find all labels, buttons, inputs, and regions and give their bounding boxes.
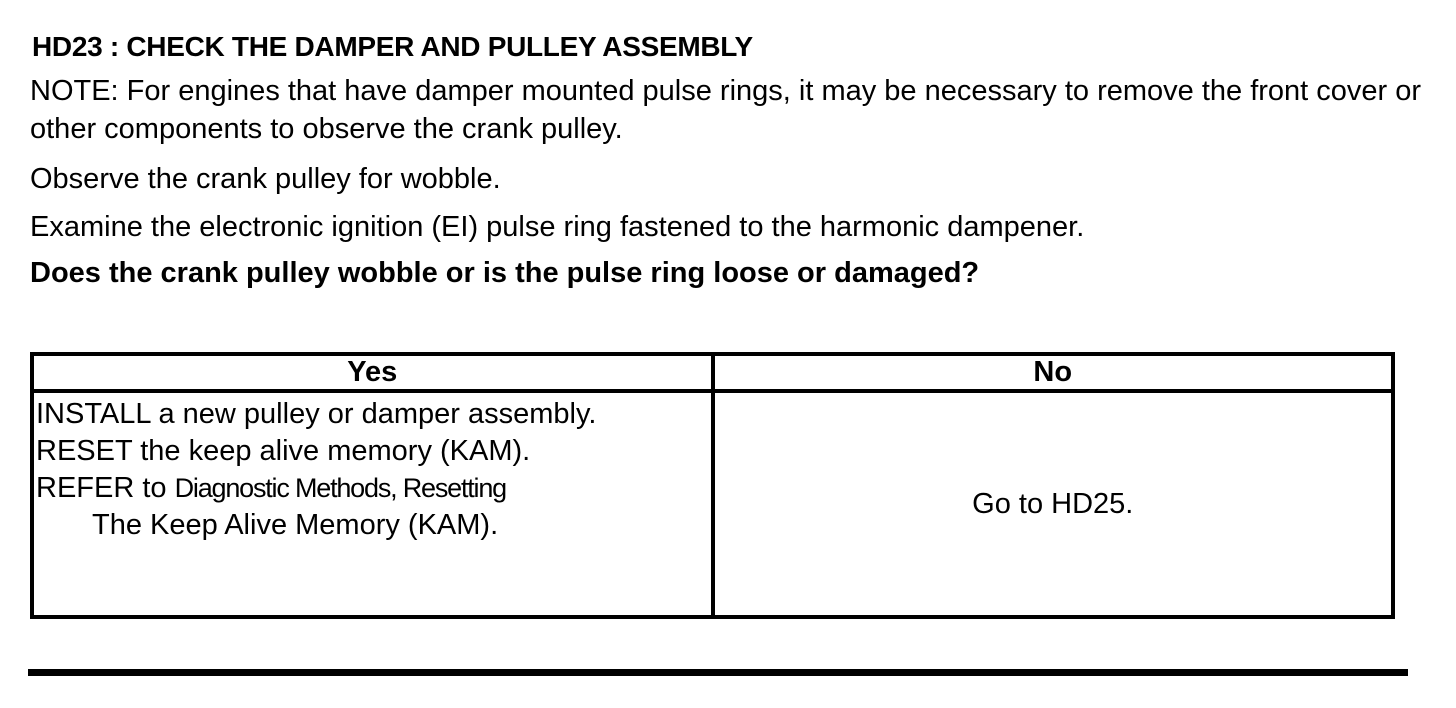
no-column-header: No	[710, 352, 1395, 393]
note-paragraph: NOTE: For engines that have damper mount…	[30, 75, 1422, 145]
no-action-goto-text: Go to HD25.	[972, 487, 1134, 520]
document-page: HD23 : CHECK THE DAMPER AND PULLEY ASSEM…	[28, 31, 1422, 676]
bottom-divider-rule	[28, 669, 1408, 676]
yes-action-line-reset: RESET the keep alive memory (KAM).	[36, 435, 531, 467]
refer-reference-title: Diagnostic Methods, Resetting	[174, 473, 508, 503]
no-action-cell: Go to HD25.	[710, 389, 1395, 619]
yes-action-cell: INSTALL a new pulley or damper assembly.…	[30, 389, 715, 619]
page-title: HD23 : CHECK THE DAMPER AND PULLEY ASSEM…	[32, 31, 753, 62]
refer-reference-title-continued: The Keep Alive Memory (KAM).	[92, 509, 499, 541]
yes-action-line-refer: REFER to Diagnostic Methods, Resetting	[36, 470, 711, 507]
diagnostic-question: Does the crank pulley wobble or is the p…	[30, 257, 980, 289]
decision-table: Yes No INSTALL a new pulley or damper as…	[30, 352, 1395, 619]
examine-instruction: Examine the electronic ignition (EI) pul…	[30, 211, 1085, 243]
observe-instruction: Observe the crank pulley for wobble.	[30, 163, 501, 195]
yes-action-line-install: INSTALL a new pulley or damper assembly.	[36, 398, 597, 430]
decision-table-header-row: Yes No	[30, 352, 1395, 393]
yes-column-header: Yes	[30, 352, 715, 393]
refer-prefix-text: REFER to	[36, 472, 175, 504]
decision-table-body-row: INSTALL a new pulley or damper assembly.…	[30, 389, 1395, 619]
